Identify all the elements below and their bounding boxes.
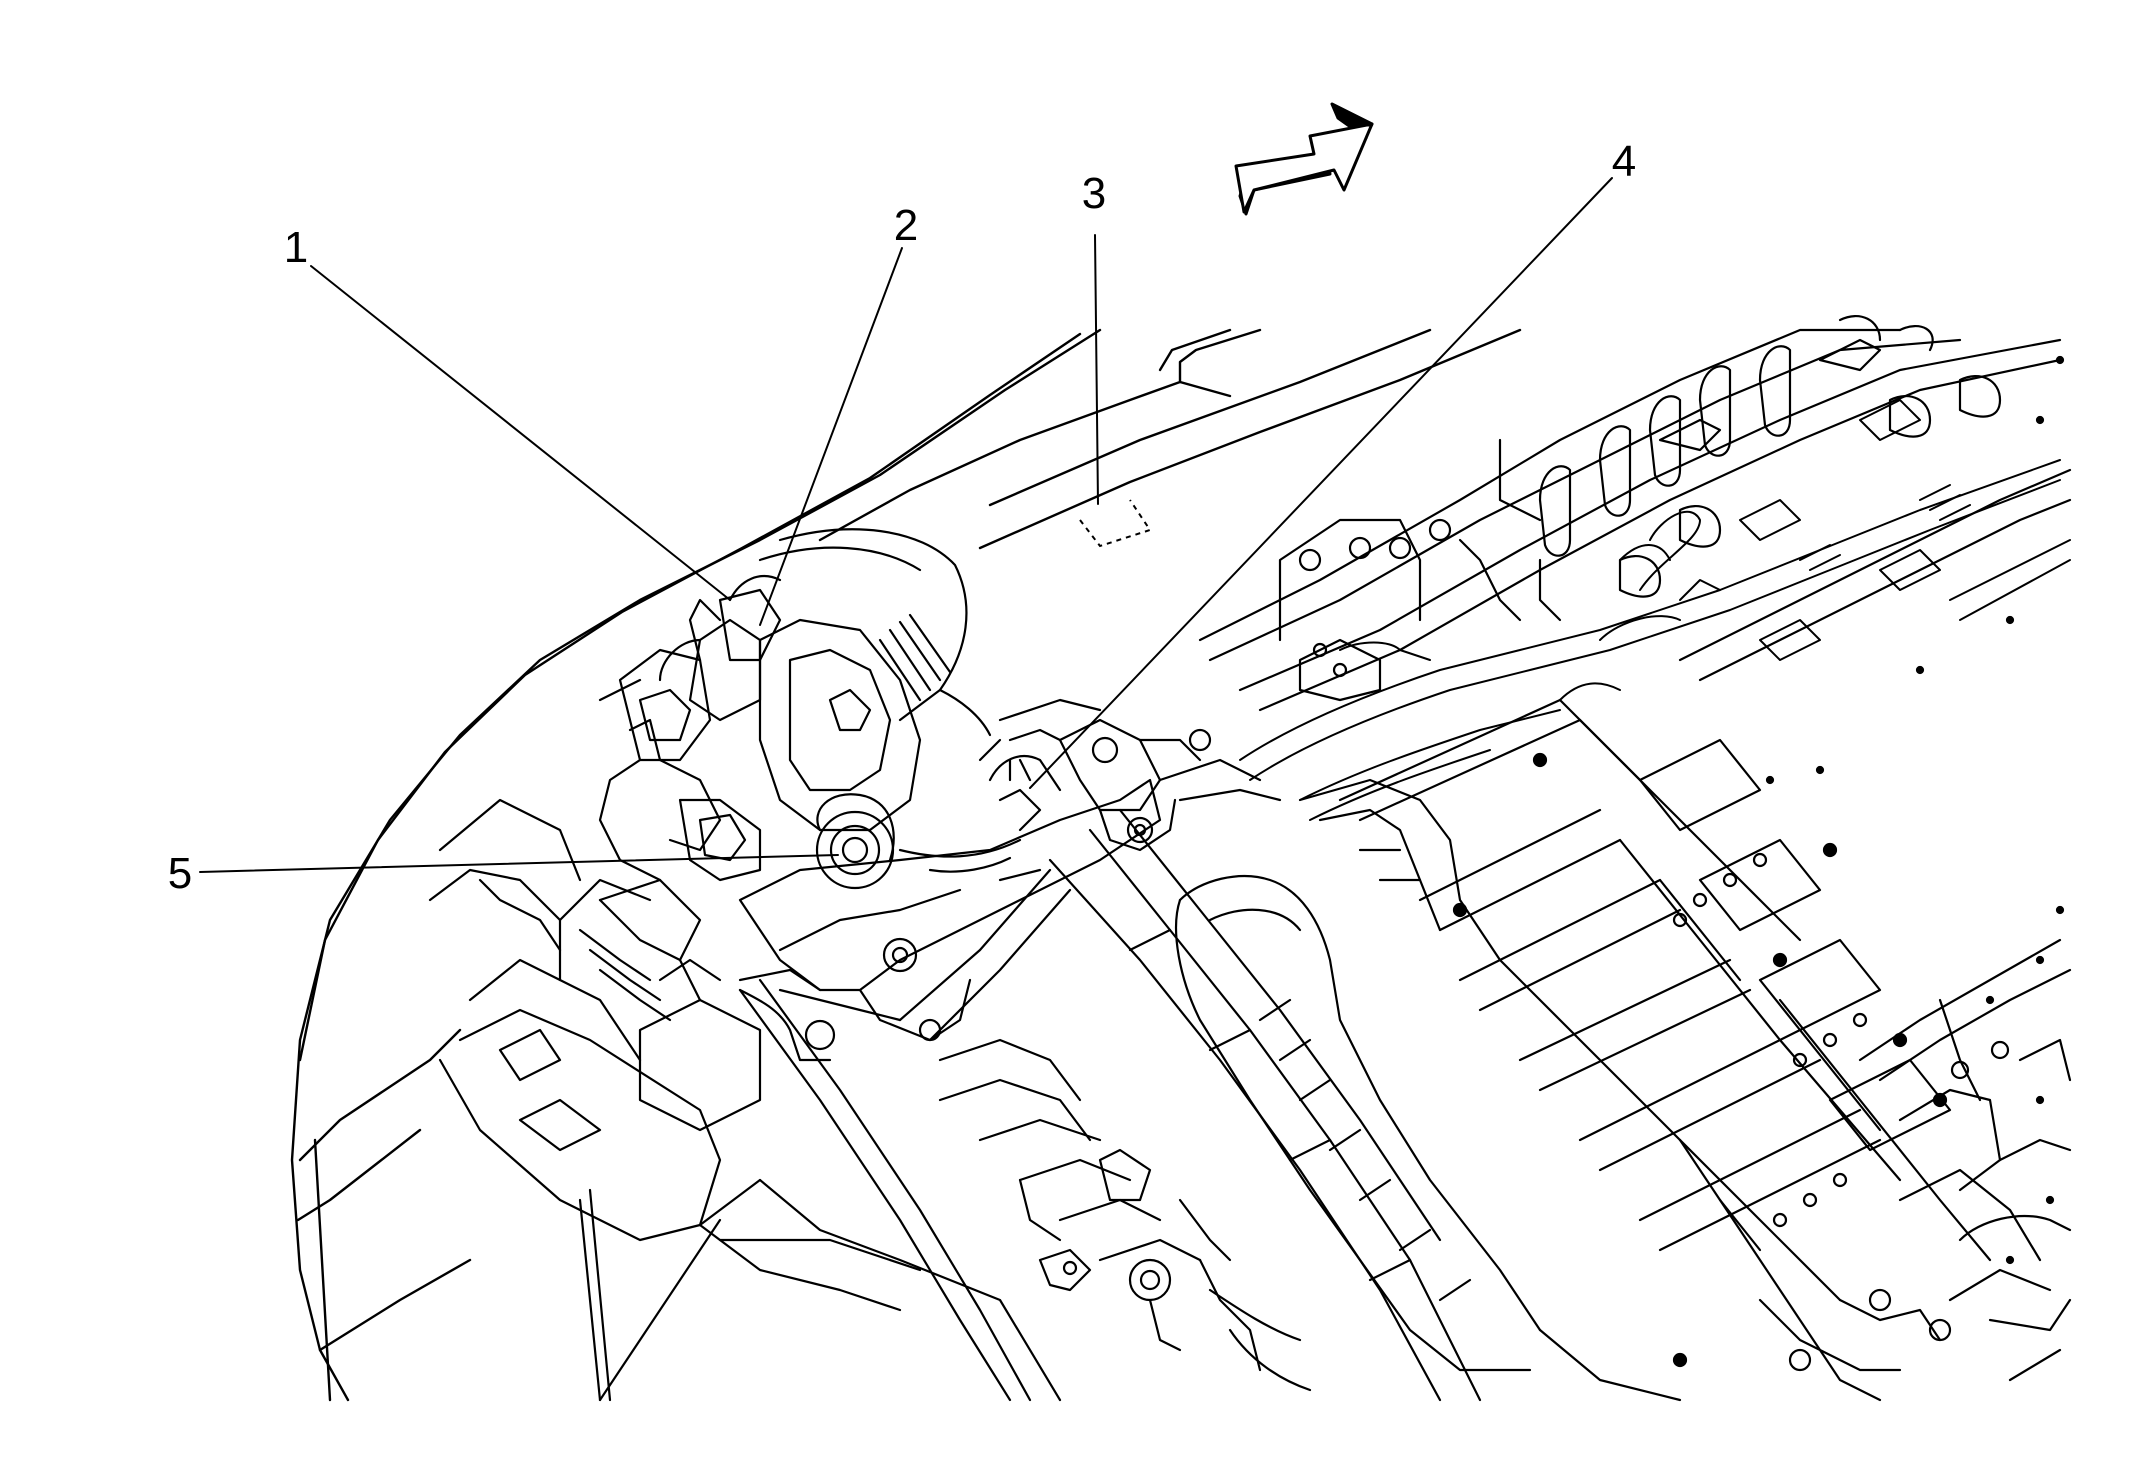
rear-crossmember [1758,938,2072,1382]
left-splash-shield [428,798,1062,1402]
leader-line-3 [1094,234,1099,505]
callout-2-label: 2 [894,201,918,250]
callout-leaders [199,177,1613,873]
callout-3-label: 3 [1082,169,1106,218]
callout-1-label: 1 [284,223,308,272]
front-fascia [290,328,1522,1402]
front-suspension-assembly [598,528,1162,1062]
exhaust-heat-shield [1174,698,1992,1402]
brake-fuel-lines [1239,399,2071,821]
leader-line-2 [759,247,903,626]
frame-rail [738,808,1482,1402]
leader-line-1 [310,265,731,601]
leader-line-4 [1029,177,1613,789]
callout-5-label: 5 [168,849,192,898]
direction-arrow-icon [1234,102,1374,216]
underbody-floor [1198,315,2072,1005]
leader-line-5 [199,854,839,873]
callout-4-label: 4 [1612,137,1636,186]
upper-frame-bracket [978,698,1282,852]
hidden-line-detail [1079,499,1152,548]
